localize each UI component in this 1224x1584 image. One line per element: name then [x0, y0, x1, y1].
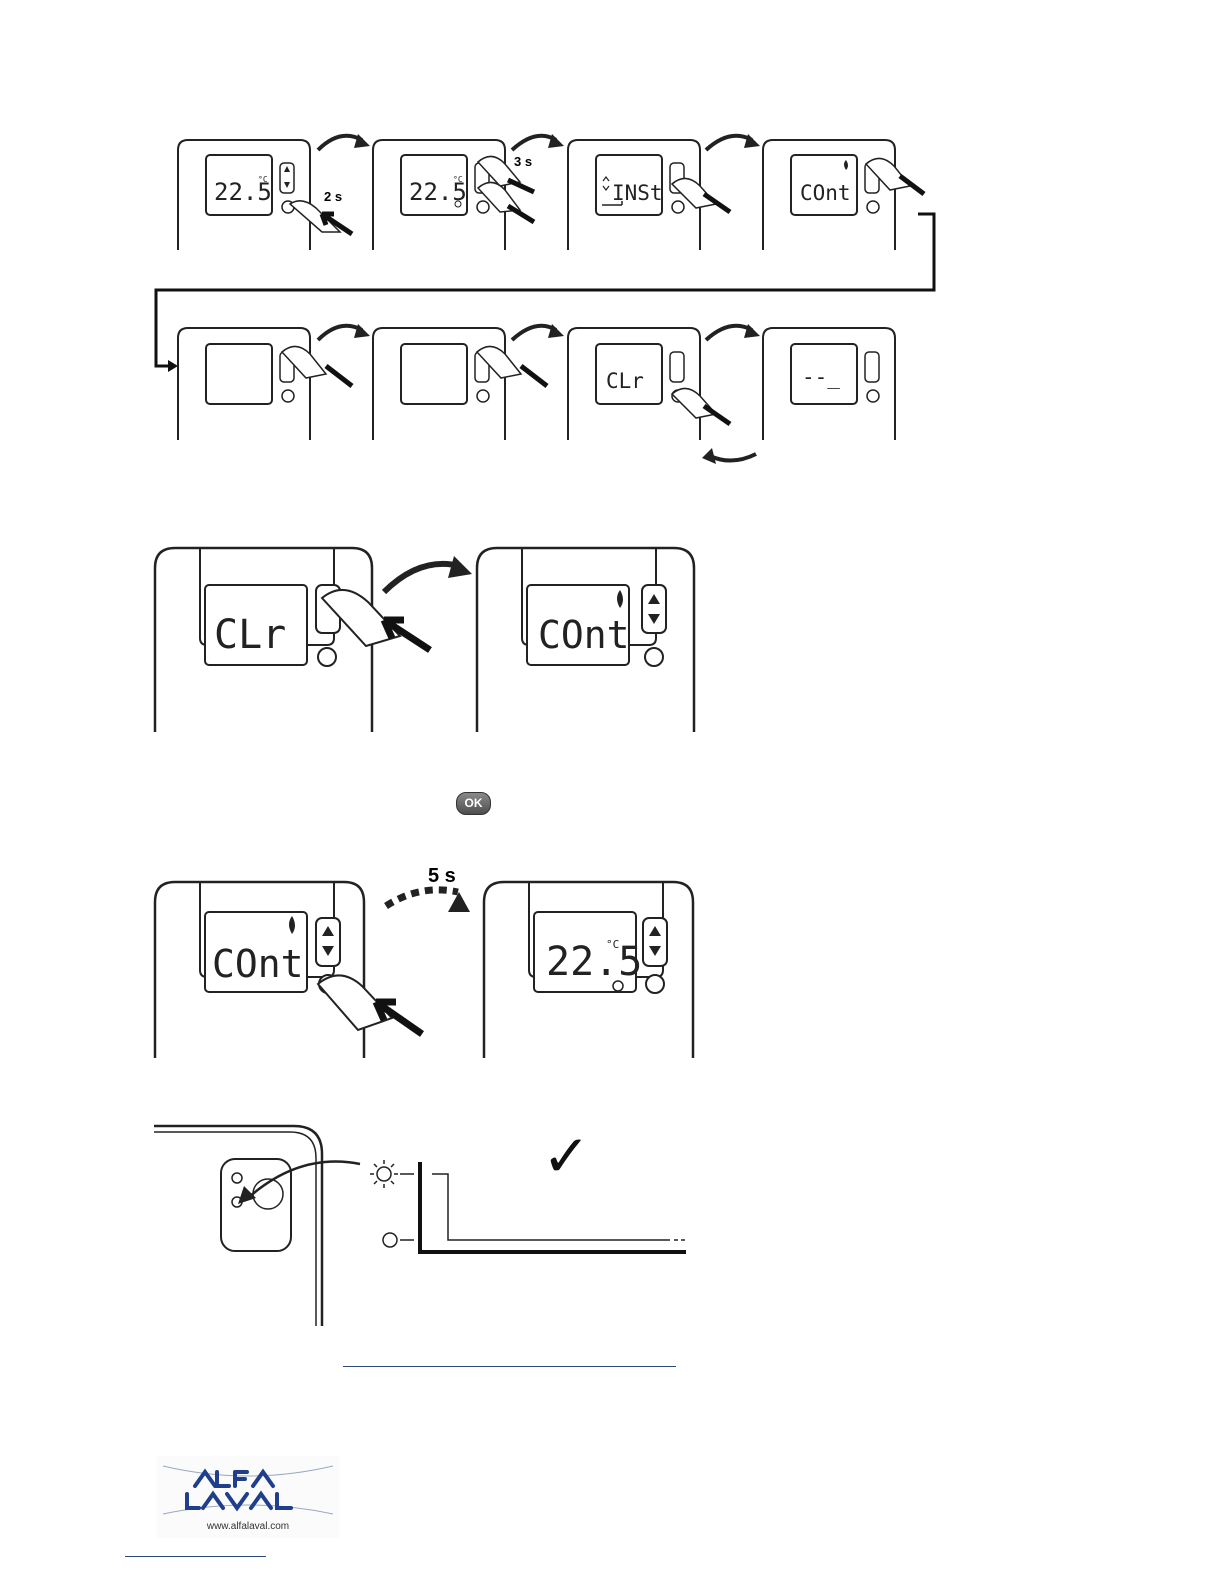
- sun-icon: [370, 1160, 398, 1188]
- led-indicator-top: [232, 1173, 242, 1183]
- logo-url-text: www.alfalaval.com: [157, 1521, 339, 1532]
- footer-link-rule: [125, 1556, 266, 1557]
- led-housing: [221, 1159, 291, 1251]
- check-mark-icon: ✓: [542, 1122, 591, 1190]
- alfa-laval-logo: www.alfalaval.com: [157, 1456, 339, 1538]
- link-rule: [343, 1366, 676, 1367]
- led-off-icon: [383, 1233, 397, 1247]
